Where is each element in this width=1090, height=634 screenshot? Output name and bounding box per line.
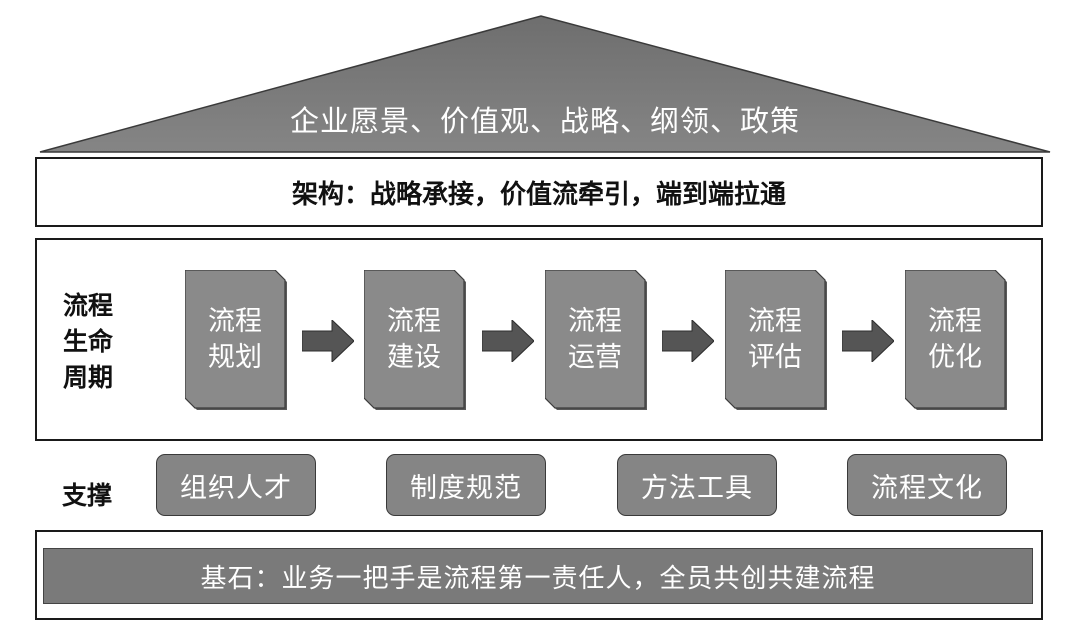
step-line: 流程 [928, 306, 982, 337]
arrow-right-icon [482, 320, 534, 362]
support-label: 支撑 [62, 481, 113, 510]
arrow-right-icon [662, 320, 714, 362]
step-line: 运营 [568, 342, 622, 373]
roof-text: 企业愿景、价值观、战略、纲领、政策 [289, 104, 800, 138]
step-process-operation: 流程 运营 [545, 270, 649, 410]
lifecycle-panel: 流程 生命 周期 流程 规划 流程 建设 [35, 238, 1043, 441]
foundation-bar: 基石：业务一把手是流程第一责任人，全员共创共建流程 [43, 548, 1033, 604]
step-line: 优化 [928, 342, 982, 373]
support-item-regulations: 制度规范 [386, 454, 546, 516]
step-line: 流程 [568, 306, 622, 337]
architecture-band: 架构：战略承接，价值流牵引，端到端拉通 [35, 157, 1043, 227]
step-line: 流程 [387, 306, 441, 337]
step-line: 评估 [748, 342, 802, 373]
lifecycle-label: 流程 生命 周期 [63, 288, 123, 396]
step-process-optimization: 流程 优化 [905, 270, 1009, 410]
lifecycle-label-line: 流程 [63, 291, 114, 320]
lifecycle-label-line: 周期 [63, 363, 114, 392]
step-line: 流程 [208, 306, 262, 337]
foundation-panel: 基石：业务一把手是流程第一责任人，全员共创共建流程 [35, 530, 1043, 620]
lifecycle-label-line: 生命 [63, 327, 114, 356]
support-item-methods-tools: 方法工具 [617, 454, 777, 516]
step-process-building: 流程 建设 [364, 270, 468, 410]
step-line: 流程 [748, 306, 802, 337]
step-line: 建设 [387, 342, 441, 373]
arrow-right-icon [302, 320, 354, 362]
support-item-process-culture: 流程文化 [847, 454, 1007, 516]
step-process-planning: 流程 规划 [185, 270, 289, 410]
step-line: 规划 [208, 342, 262, 373]
step-process-evaluation: 流程 评估 [725, 270, 829, 410]
arrow-right-icon [842, 320, 894, 362]
support-item-talent: 组织人才 [156, 454, 316, 516]
roof-triangle [39, 15, 1051, 153]
